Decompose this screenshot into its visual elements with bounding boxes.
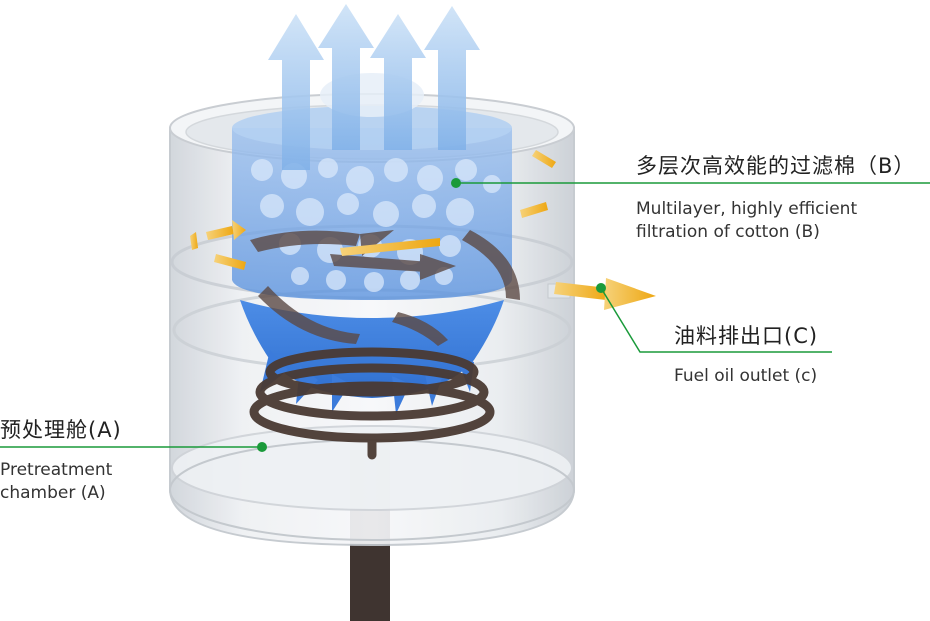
label-b-chinese: 多层次高效能的过滤棉（B）	[636, 154, 916, 178]
label-a-english-line2: chamber (A)	[0, 483, 106, 503]
leader-lines	[0, 182, 930, 448]
leader-dot-c	[596, 283, 606, 293]
leader-line-c	[600, 287, 832, 353]
label-b-english-line2: filtration of cotton (B)	[636, 222, 820, 242]
leader-dot-a	[257, 442, 267, 452]
label-a-english-line1: Pretreatment	[0, 460, 113, 480]
oil-flow-arrows	[190, 150, 656, 310]
label-b-english-line1: Multilayer, highly efficient	[636, 199, 858, 219]
label-a-chinese: 预处理舱(A)	[0, 418, 122, 442]
leader-dot-b	[451, 178, 461, 188]
spiral-flow	[249, 347, 495, 460]
outflow-arrows	[268, 4, 480, 170]
label-c-english: Fuel oil outlet (c)	[674, 366, 818, 386]
swirl-arrows	[250, 230, 520, 346]
label-c-chinese: 油料排出口(C)	[674, 324, 819, 348]
